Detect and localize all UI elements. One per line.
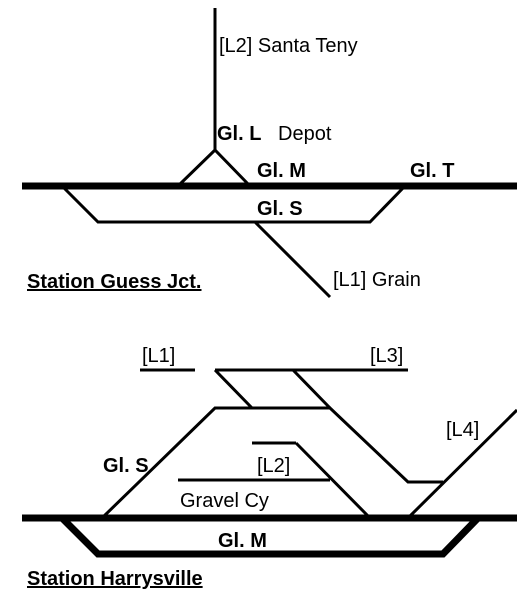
track-l2-diagonal [294, 441, 372, 520]
track-gl-s-siding [100, 406, 443, 520]
track-gl-s [60, 184, 407, 224]
track-gl-m-loop [59, 515, 481, 558]
track-gl-l-label: Gl. L [217, 123, 261, 145]
branch-l4-label: [L4] [446, 419, 479, 441]
gravel-cy-label: Gravel Cy [180, 490, 269, 512]
track-gl-m-label: Gl. M [257, 160, 306, 182]
branch-l1-label: [L1] Grain [333, 269, 421, 291]
branch-l1-label: [L1] [142, 345, 175, 367]
track-crossover-left [213, 368, 254, 410]
track-l1-branch [253, 220, 332, 299]
track-l4-branch [406, 408, 517, 520]
branch-l2-label: [L2] Santa Teny [219, 35, 358, 57]
track-gl-l-wye [176, 147, 252, 188]
track-gl-m-label: Gl. M [218, 530, 267, 552]
track-gl-s-label: Gl. S [257, 198, 303, 220]
branch-l3-label: [L3] [370, 345, 403, 367]
track-gl-t-label: Gl. T [410, 160, 454, 182]
depot-label: Depot [278, 123, 332, 145]
track-gl-s-label: Gl. S [103, 455, 149, 477]
track-crossover-right [291, 368, 332, 410]
branch-l2-label: [L2] [257, 455, 290, 477]
station-harrysville-title: Station Harrysville [27, 568, 203, 590]
station-guess-jct-title: Station Guess Jct. [27, 271, 202, 293]
